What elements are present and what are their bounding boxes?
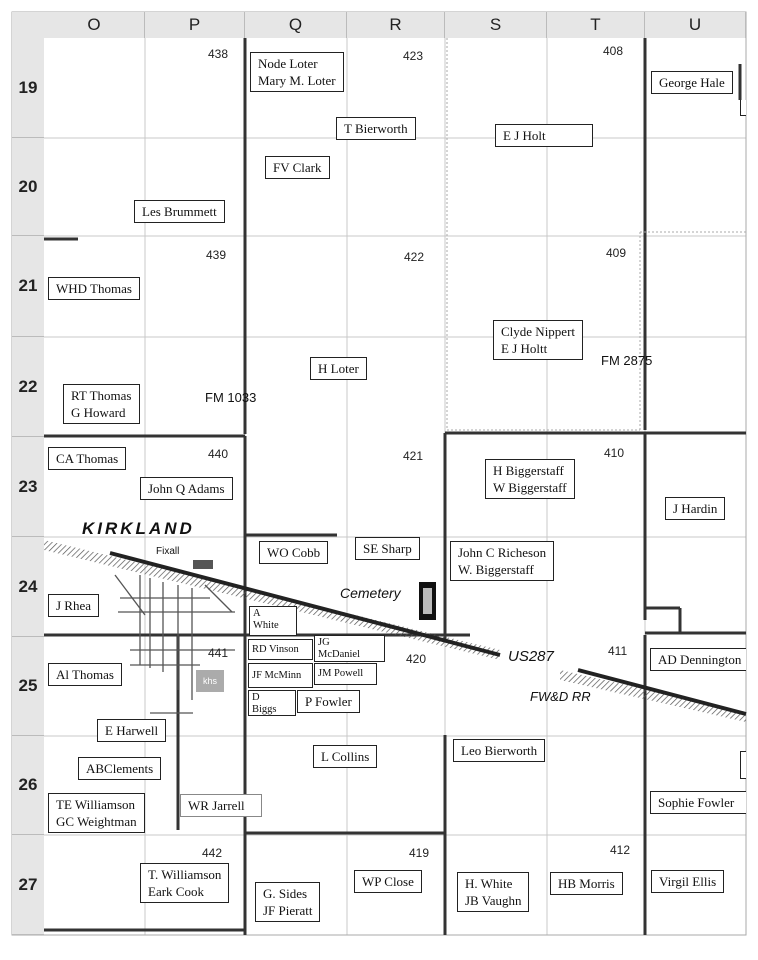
- boundary-marker: [740, 751, 746, 779]
- road-label-us287: US287: [508, 648, 554, 665]
- section-number: 420: [406, 652, 427, 666]
- owner-label: E J Holt: [495, 124, 593, 147]
- owner-label: J Hardin: [665, 497, 726, 520]
- boundary-marker: [740, 100, 746, 116]
- owner-label: WR Jarrell: [180, 794, 262, 817]
- owner-label: T Bierworth: [336, 117, 416, 140]
- owner-label: L Collins: [313, 745, 378, 768]
- row-header-22: 22: [12, 337, 44, 437]
- owner-label: Les Brummett: [134, 200, 225, 223]
- owner-label: E Harwell: [97, 719, 167, 742]
- section-number: 423: [403, 49, 424, 63]
- owner-label: H Loter: [310, 357, 367, 380]
- owner-label: Al Thomas: [48, 663, 122, 686]
- fixall-label: Fixall: [156, 546, 180, 557]
- section-number: 419: [409, 846, 430, 860]
- col-header-u: U: [645, 12, 746, 38]
- section-number: 421: [403, 449, 424, 463]
- section-number: 438: [208, 47, 229, 61]
- row-header-23: 23: [12, 437, 44, 537]
- section-number: 409: [606, 246, 627, 260]
- road-label-fm2875: FM 2875: [601, 353, 653, 368]
- khs-label: khs: [203, 676, 218, 686]
- owner-label: RD Vinson: [248, 639, 313, 660]
- section-number: 439: [206, 248, 227, 262]
- col-header-t: T: [547, 12, 645, 38]
- section-number: 411: [608, 644, 628, 658]
- owner-label: ABClements: [78, 757, 162, 780]
- section-number: 412: [610, 843, 631, 857]
- cemetery-label: Cemetery: [340, 585, 401, 601]
- owner-label: J Rhea: [48, 594, 100, 617]
- owner-label: Sophie Fowler: [650, 791, 746, 814]
- section-number: 442: [202, 846, 223, 860]
- owner-label: FV Clark: [265, 156, 330, 179]
- owner-label: JM Powell: [314, 663, 377, 685]
- row-header-25: 25: [12, 637, 44, 736]
- section-number: 440: [208, 447, 229, 461]
- owner-label: WHD Thomas: [48, 277, 140, 300]
- owner-label: George Hale: [651, 71, 733, 94]
- owner-label: CA Thomas: [48, 447, 127, 470]
- section-number: 441: [208, 646, 229, 660]
- row-header-19: 19: [12, 38, 44, 138]
- owner-label: WP Close: [354, 870, 422, 893]
- section-number: 422: [404, 250, 425, 264]
- row-header-20: 20: [12, 138, 44, 236]
- owner-label: John Q Adams: [140, 477, 233, 500]
- owner-label: Virgil Ellis: [651, 870, 725, 893]
- owner-label: AD Dennington: [650, 648, 746, 671]
- road-label-fm1033: FM 1033: [205, 390, 257, 405]
- owner-label: JF McMinn: [248, 663, 313, 688]
- owner-label: WO Cobb: [259, 541, 329, 564]
- row-header-26: 26: [12, 736, 44, 835]
- row-header-24: 24: [12, 537, 44, 637]
- owner-label: P Fowler: [297, 690, 360, 713]
- col-header-q: Q: [245, 12, 347, 38]
- section-number: 408: [603, 44, 624, 58]
- road-label-railroad: FW&D RR: [530, 689, 591, 704]
- row-header-21: 21: [12, 236, 44, 337]
- section-number: 410: [604, 446, 625, 460]
- owner-label: SE Sharp: [355, 537, 420, 560]
- row-header-27: 27: [12, 835, 44, 935]
- col-header-s: S: [445, 12, 547, 38]
- town-label: KIRKLAND: [82, 519, 195, 538]
- col-header-p: P: [145, 12, 245, 38]
- owner-label: Leo Bierworth: [453, 739, 546, 762]
- col-header-o: O: [44, 12, 145, 38]
- owner-label: HB Morris: [550, 872, 623, 895]
- corner-cell: [12, 12, 44, 38]
- col-header-r: R: [347, 12, 445, 38]
